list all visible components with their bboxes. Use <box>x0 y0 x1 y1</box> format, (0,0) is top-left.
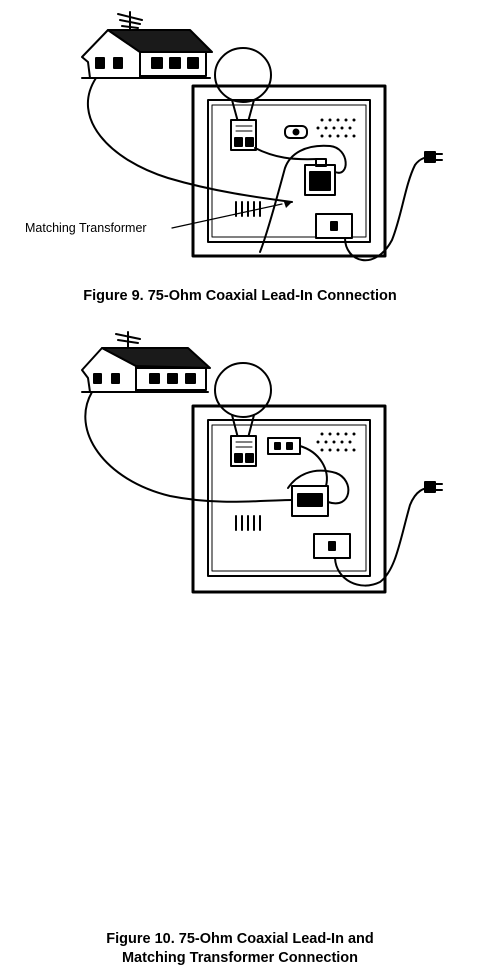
figure-10-caption-line-1: Figure 10. 75-Ohm Coaxial Lead-In and <box>106 931 374 947</box>
matching-transformer-icon <box>304 158 336 196</box>
loop-antenna-icon <box>214 362 272 439</box>
figure-10-caption: Figure 10. 75-Ohm Coaxial Lead-In and Ma… <box>0 930 480 968</box>
figure-9: Matching Transformer Figure 9. 75-Ohm Co… <box>0 0 480 304</box>
house-with-antenna-icon <box>81 331 211 393</box>
antenna-terminal-block-icon <box>230 119 257 151</box>
tv-back-panel-icon <box>191 404 387 594</box>
coax-jack-block-icon <box>291 485 329 517</box>
figure-10: Figure 10. 75-Ohm Coaxial Lead-In and Ma… <box>0 330 480 966</box>
loop-antenna-icon <box>214 47 272 123</box>
house-with-antenna-icon <box>81 11 213 79</box>
matching-transformer-icon <box>267 437 301 455</box>
figure-10-illustration <box>81 331 443 594</box>
figure-10-caption-line-2: Matching Transformer Connection <box>121 950 359 966</box>
coax-jack-block-icon <box>315 213 353 239</box>
tv-back-panel-icon <box>191 84 387 258</box>
matching-transformer-callout: Matching Transformer <box>25 221 147 235</box>
coax-jack-block-icon <box>313 533 351 559</box>
power-plug-icon <box>424 151 443 163</box>
figure-9-illustration <box>81 11 443 262</box>
power-plug-icon <box>424 481 443 493</box>
antenna-terminal-block-icon <box>230 435 257 467</box>
figure-9-caption: Figure 9. 75-Ohm Coaxial Lead-In Connect… <box>83 288 397 304</box>
